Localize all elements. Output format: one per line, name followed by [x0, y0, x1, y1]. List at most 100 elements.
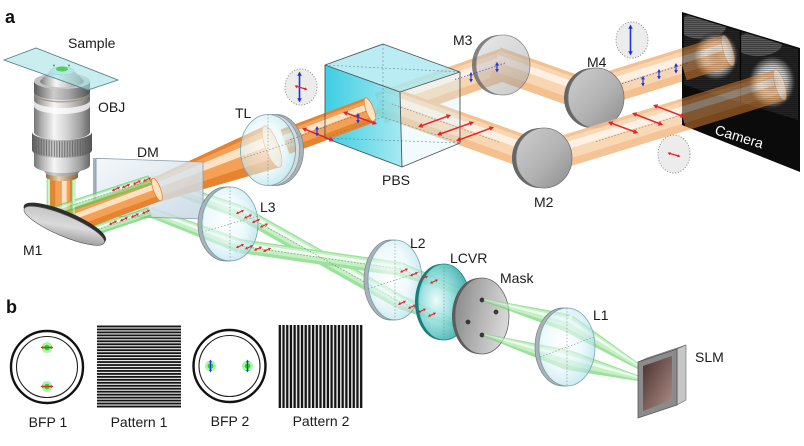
polarization-arrow-red-small-shaft — [113, 187, 119, 191]
polarization-arrow-red-small-shaft — [261, 223, 267, 228]
polarization-arrow-red-small — [108, 220, 118, 225]
polarization-arrow-red-small-head — [429, 281, 433, 284]
polarization-arrow-red-small — [253, 246, 263, 251]
pbs-splitting-plane — [324, 64, 461, 144]
polarization-arrow-blue-head — [495, 62, 499, 66]
bfp-1-outer-ring — [9, 329, 85, 405]
mirror-m1-label: M1 — [23, 242, 43, 258]
bfp-1-diagram — [9, 329, 85, 405]
beam-axis-dotted-line — [454, 62, 506, 80]
pattern-stripe — [97, 343, 181, 346]
polarization-arrow-red-small-shaft — [134, 180, 140, 185]
mirror-m2-label: M2 — [534, 194, 554, 210]
polarization-arrow-red-small-shaft — [121, 217, 127, 221]
objective-taper — [35, 165, 89, 177]
lens-l2-axis-lines — [367, 240, 423, 320]
polarization-arrow-red-small-shaft — [264, 248, 270, 252]
pattern-stripe — [334, 325, 337, 408]
pattern-stripe — [297, 325, 300, 408]
polarization-arrow-red-small-head — [409, 273, 413, 277]
beam-axis-dotted-line — [621, 62, 689, 84]
polarization-arrow-red-small-head — [407, 306, 411, 309]
bfp-polarization-arrow — [40, 385, 54, 388]
bfp-1-label: BFP 1 — [29, 414, 68, 430]
polarization-arrow-red — [418, 114, 451, 128]
inset-arrow-red-head — [677, 154, 681, 158]
polarization-arrow-red-small-head — [121, 185, 125, 189]
polarization-arrow-red-head — [371, 120, 377, 125]
mask-plate — [454, 277, 510, 355]
pattern-stripe — [341, 325, 344, 408]
polarization-arrow-red-head — [653, 104, 659, 109]
mask-pinhole — [465, 319, 471, 325]
pattern-1-label: Pattern 1 — [111, 414, 168, 430]
polarization-arrow-red-small — [419, 275, 429, 280]
pattern-stripe — [97, 370, 181, 372]
pattern-stripe — [97, 328, 181, 331]
polarization-arrow-red-small-head — [250, 245, 254, 248]
beam-m2-on-camera-highlight — [679, 77, 780, 114]
pattern-stripe — [97, 367, 181, 369]
polarization-arrow-red — [608, 121, 638, 134]
pbs-cube-edges — [324, 43, 461, 168]
bfp-polarization-arrow-head — [246, 369, 249, 373]
panel-b-label: b — [6, 297, 17, 317]
mask — [452, 277, 510, 355]
lens-l1-label: L1 — [593, 307, 609, 323]
polarization-arrow-red-head — [679, 113, 685, 118]
pattern-stripe — [97, 390, 181, 393]
polarization-arrow-red-small — [121, 183, 131, 189]
pattern-stripe — [337, 325, 341, 408]
excitation-beam-axis-line — [69, 179, 151, 207]
polarization-arrow-blue — [657, 69, 661, 80]
inset-arrow-red — [294, 85, 308, 91]
polarization-arrow-red-small-shaft — [237, 244, 243, 248]
polarization-arrow-red-small — [409, 272, 419, 277]
pattern-stripe — [97, 325, 181, 328]
polarization-arrow-red-small-head — [257, 218, 261, 222]
polarization-arrow-red-small — [235, 243, 245, 249]
slm — [637, 344, 687, 419]
dichroic-mirror-label: DM — [137, 144, 159, 160]
polarization-arrow-blue-head — [641, 76, 645, 80]
bfp-polarization-arrow-head — [50, 346, 54, 349]
tube-lens-label: TL — [235, 105, 252, 121]
objective-main-body — [34, 92, 90, 140]
polarization-arrow-red-small-head — [136, 213, 140, 216]
polarization-arrow-red-small-head — [425, 275, 429, 279]
polarization-arrow-red-small-shaft — [409, 305, 415, 309]
emission-beam-m1-to-dm-end-cap — [151, 177, 163, 202]
polarization-arrow-red-small-head — [243, 216, 247, 219]
mirror-m2 — [512, 127, 573, 189]
polarization-arrow-red-small-shaft — [110, 221, 116, 225]
polarization-arrow-blue — [356, 113, 360, 124]
polarization-arrow-red-shaft — [458, 127, 492, 141]
polarization-arrow-red-head — [328, 137, 334, 142]
polarization-arrow-red-small-head — [148, 177, 152, 180]
inset-arrow-red-head — [304, 87, 308, 91]
polarization-arrow-red-head — [456, 137, 462, 142]
polarization-arrow-blue-head — [315, 133, 319, 137]
excitation-beam-right-into-objective-highlight — [73, 172, 75, 218]
pattern-stripe — [97, 331, 181, 334]
polarization-arrow-red-small — [130, 213, 140, 218]
inset-arrow-red-shaft — [669, 152, 679, 157]
bfp-polarization-arrow — [246, 359, 249, 373]
polarization-arrow-red-head — [468, 121, 474, 126]
polarization-arrow-red-small-head — [423, 308, 427, 312]
bfp-polarization-arrow-head — [40, 346, 44, 349]
polarization-arrow-red-small-head — [259, 225, 263, 228]
polarization-arrow-red-head — [632, 129, 638, 134]
polarization-arrow-red-small — [244, 245, 254, 250]
polarization-arrow-red-small-shaft — [431, 279, 437, 284]
polarization-arrow-red-small-shaft — [253, 219, 259, 223]
mask-pinhole — [479, 332, 485, 338]
lens-l2-label: L2 — [410, 235, 426, 251]
polarization-arrow-red-small-head — [244, 246, 248, 250]
polarization-arrow-blue-head — [469, 72, 473, 76]
polarization-arrow-red-small-head — [417, 310, 421, 313]
pattern-stripe — [97, 399, 181, 402]
bfp-polarization-arrow-head — [50, 385, 54, 388]
inset-arrow-blue-head — [297, 71, 302, 76]
pattern-stripe — [97, 378, 181, 381]
